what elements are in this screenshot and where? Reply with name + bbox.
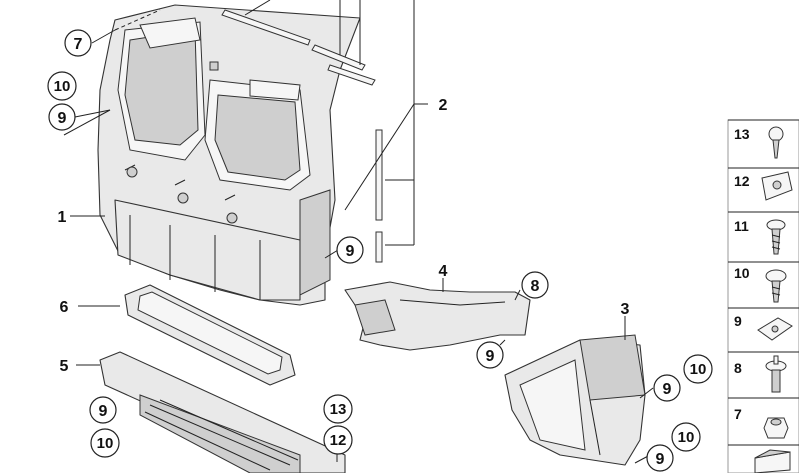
svg-text:9: 9 [99, 403, 108, 420]
seal-strips [221, 9, 383, 263]
fastener-12: 12 [728, 167, 799, 201]
fastener-13: 13 [728, 119, 799, 159]
leader-lines [63, 0, 654, 464]
callout-4: 4 [439, 263, 448, 280]
svg-text:9: 9 [58, 110, 67, 127]
gasket-frame [124, 284, 296, 386]
svg-text:6: 6 [60, 299, 69, 316]
svg-text:5: 5 [60, 358, 69, 375]
svg-text:1: 1 [58, 209, 67, 226]
svg-text:10: 10 [54, 78, 71, 95]
callout-10-b: 10 [683, 354, 713, 384]
svg-text:10: 10 [97, 435, 114, 452]
svg-text:10: 10 [734, 265, 750, 281]
side-air-duct [504, 334, 646, 466]
callout-5: 5 [60, 358, 69, 375]
nut-7-icon [763, 417, 789, 439]
svg-text:3: 3 [621, 301, 630, 318]
callout-10-c: 10 [671, 422, 701, 452]
fastener-9: 9 [728, 307, 799, 341]
svg-text:9: 9 [486, 348, 495, 365]
svg-text:12: 12 [734, 173, 750, 189]
callout-1: 1 [58, 209, 67, 226]
callout-10-a: 10 [47, 71, 77, 101]
svg-text:13: 13 [330, 401, 347, 418]
callout-9-b: 9 [336, 236, 364, 264]
callout-6: 6 [60, 299, 69, 316]
svg-text:9: 9 [663, 381, 672, 398]
svg-text:7: 7 [734, 406, 742, 422]
callout-9-a: 9 [48, 103, 76, 131]
callout-2: 2 [439, 97, 448, 114]
svg-text:9: 9 [346, 243, 355, 260]
callout-8: 8 [521, 271, 549, 299]
fastener-8: 8 [728, 351, 799, 393]
callout-10-d: 10 [90, 428, 120, 458]
svg-text:7: 7 [74, 36, 83, 53]
callout-13: 13 [323, 394, 353, 424]
callout-9-e: 9 [89, 396, 117, 424]
svg-text:8: 8 [734, 360, 742, 376]
fastener-10: 10 [728, 261, 799, 303]
callout-9-f: 9 [646, 444, 674, 472]
svg-text:10: 10 [690, 361, 707, 378]
svg-text:9: 9 [656, 451, 665, 468]
fastener-legend: 13 12 11 10 9 [727, 119, 799, 473]
fastener-11: 11 [728, 211, 799, 255]
legend-corner-marker [728, 444, 799, 473]
callout-9-c: 9 [476, 341, 504, 369]
svg-text:9: 9 [734, 313, 742, 329]
svg-text:8: 8 [531, 278, 540, 295]
screw-10-icon [765, 269, 787, 283]
air-duct-frame [97, 4, 361, 306]
svg-text:13: 13 [734, 126, 750, 142]
svg-text:10: 10 [678, 429, 695, 446]
screw-13-icon [768, 126, 784, 142]
callout-9-d: 9 [653, 374, 681, 402]
svg-text:11: 11 [734, 218, 749, 234]
svg-text:2: 2 [439, 97, 448, 114]
callout-12: 12 [323, 425, 353, 455]
svg-text:4: 4 [439, 263, 448, 280]
brake-air-duct [344, 281, 531, 351]
callout-7: 7 [64, 29, 92, 57]
fastener-7: 7 [728, 397, 799, 439]
lower-cover [99, 351, 346, 473]
svg-text:12: 12 [330, 432, 347, 449]
callout-3: 3 [621, 301, 630, 318]
